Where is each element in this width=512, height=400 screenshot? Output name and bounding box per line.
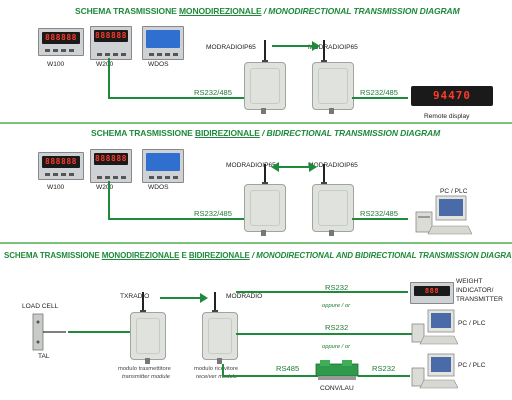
link-line xyxy=(236,333,412,335)
device-wdos xyxy=(142,26,184,60)
load-cell-label: LOAD CELL xyxy=(22,303,59,310)
radio-left-label: MODRADIOIP65 xyxy=(226,162,276,169)
antenna-icon xyxy=(214,292,216,312)
link-line xyxy=(358,375,410,377)
section2-title: SCHEMA TRASMISSIONE BIDIREZIONALE / BIDI… xyxy=(91,128,441,138)
remote-display: 94470 xyxy=(411,86,493,106)
antenna-icon xyxy=(142,292,144,312)
link-line xyxy=(222,375,320,377)
txradio-label: TXRADIO xyxy=(120,293,150,300)
link-line xyxy=(222,364,224,376)
rx-module-en: receiver module xyxy=(196,374,238,380)
link-line xyxy=(108,58,110,98)
link-line xyxy=(236,291,408,293)
transmitter-module xyxy=(130,312,166,360)
arrow-line xyxy=(160,297,202,299)
section-separator xyxy=(0,122,512,124)
cable-gland xyxy=(145,358,150,364)
radio-right-label: MODRADIOIP65 xyxy=(308,162,358,169)
arrow-right-icon xyxy=(200,293,208,303)
device-label-wdos: WDOS xyxy=(148,61,169,68)
device-w200: 888888 xyxy=(90,26,132,60)
arrow-right-icon xyxy=(312,41,320,51)
tx-module-it: modulo trasmettitore xyxy=(118,366,171,372)
link-label-right: RS232/485 xyxy=(360,88,398,97)
oppure-2: oppure / or xyxy=(322,344,351,350)
oppure-1: oppure / or xyxy=(322,303,351,309)
link-line xyxy=(352,218,408,220)
tal-label: TAL xyxy=(38,353,50,360)
device-w100: 888888 xyxy=(38,152,84,180)
radio-module-right xyxy=(312,62,354,110)
rs485-label: RS485 xyxy=(276,364,300,373)
converter-icon xyxy=(315,360,359,380)
link-line xyxy=(108,181,110,219)
radio-right-label: MODRADIOIP65 xyxy=(308,44,358,51)
link-label-left: RS232/485 xyxy=(194,209,232,218)
device-label-w100: W100 xyxy=(47,184,65,191)
device-label-w200: W200 xyxy=(96,184,114,191)
cable-gland xyxy=(217,358,222,364)
pc-label-2: PC / PLC xyxy=(458,362,486,369)
device-label-wdos: WDOS xyxy=(148,184,169,191)
remote-display-label: Remote display xyxy=(424,113,470,120)
link-line xyxy=(68,331,130,333)
load-cell-icon xyxy=(32,313,66,351)
modradio-label: MODRADIO xyxy=(226,293,263,300)
weight-indicator: 888 xyxy=(410,282,454,304)
cable-gland xyxy=(329,108,334,114)
pc-label: PC / PLC xyxy=(440,188,468,195)
radio-module-right xyxy=(312,184,354,232)
radio-module-left xyxy=(244,184,286,232)
rs232-bot-label: RS232 xyxy=(372,364,396,373)
radio-module-left xyxy=(244,62,286,110)
convlau-label: CONV/LAU xyxy=(320,385,354,392)
link-label-right: RS232/485 xyxy=(360,209,398,218)
antenna-icon xyxy=(264,40,266,62)
section1-title: SCHEMA TRASMISSIONE MONODIREZIONALE / MO… xyxy=(75,6,460,16)
weight-label-1: WEIGHT xyxy=(456,278,483,285)
radio-left-label: MODRADIOIP65 xyxy=(206,44,256,51)
weight-label-3: TRANSMITTER xyxy=(456,296,503,303)
device-wdos xyxy=(142,149,184,183)
antenna-icon xyxy=(264,164,266,184)
link-line xyxy=(108,97,244,99)
arrow-right-icon xyxy=(309,162,317,172)
antenna-icon xyxy=(323,40,325,62)
link-line xyxy=(352,97,408,99)
device-label-w200: W200 xyxy=(96,61,114,68)
arrow-line xyxy=(278,166,310,168)
arrow-left-icon xyxy=(271,162,279,172)
rs232-top-label: RS232 xyxy=(325,283,349,292)
pc-icon xyxy=(415,195,472,235)
device-w100: 888888 xyxy=(38,28,84,56)
pc-label-1: PC / PLC xyxy=(458,320,486,327)
antenna-icon xyxy=(323,164,325,184)
link-label-left: RS232/485 xyxy=(194,88,232,97)
tx-module-en: transmitter module xyxy=(122,374,171,380)
device-label-w100: W100 xyxy=(47,61,65,68)
rx-module-it: modulo ricevitore xyxy=(194,366,239,372)
receiver-module xyxy=(202,312,238,360)
cable-gland xyxy=(261,108,266,114)
section3-title: SCHEMA TRASMISSIONE MONODIREZIONALE E BI… xyxy=(4,251,512,260)
device-w200: 888888 xyxy=(90,149,132,183)
arrow-line xyxy=(272,45,314,47)
section-separator xyxy=(0,242,512,244)
pc-icon xyxy=(411,353,458,389)
rs232-mid-label: RS232 xyxy=(325,323,349,332)
cable-gland xyxy=(329,230,334,236)
weight-label-2: INDICATOR/ xyxy=(456,287,494,294)
cable-gland xyxy=(261,230,266,236)
link-line xyxy=(108,218,244,220)
pc-icon xyxy=(411,309,458,345)
